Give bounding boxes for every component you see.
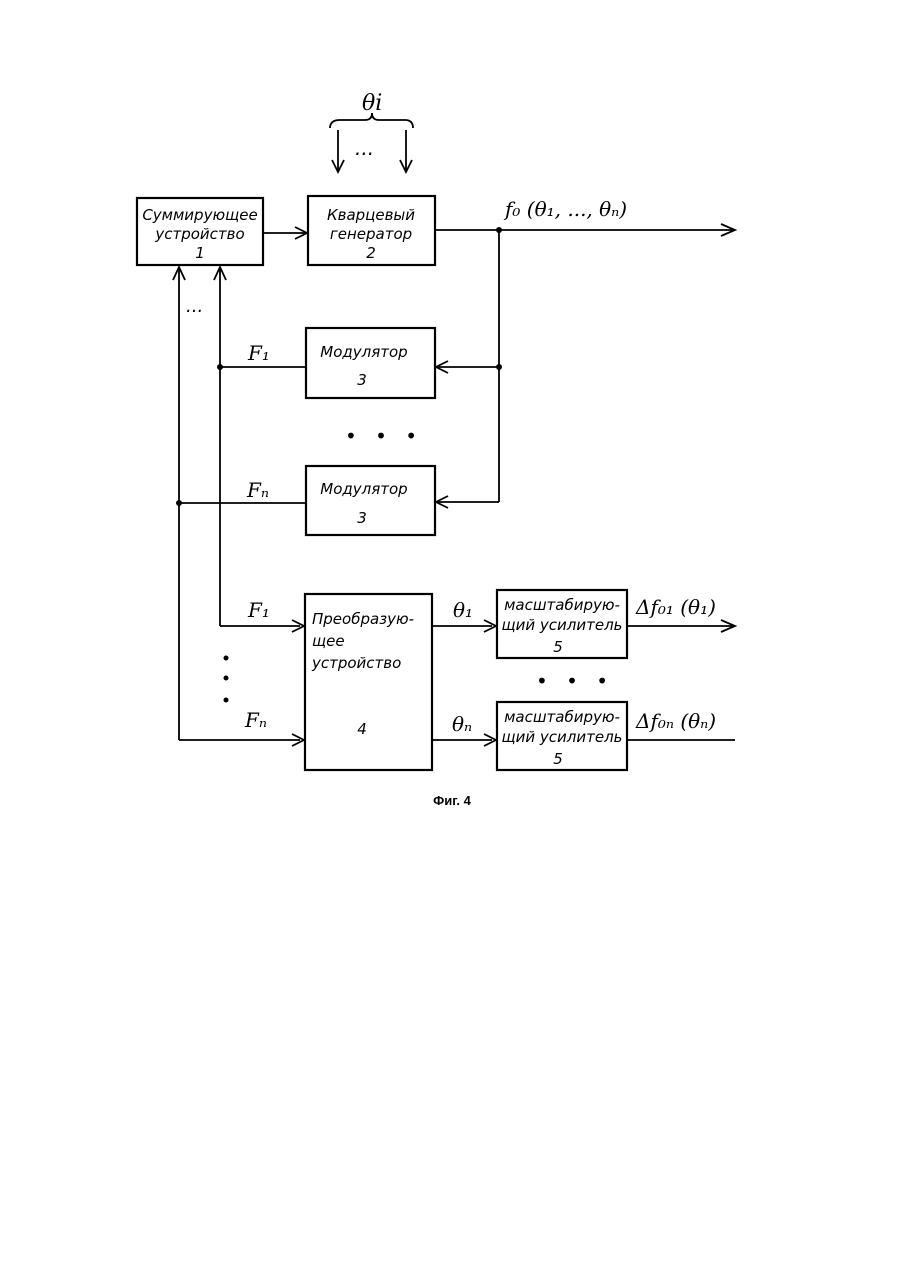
modulator-n-number: 3 — [357, 509, 367, 527]
converter-label-line1: Преобразую- — [312, 610, 414, 628]
Fn-top-label: Fₙ — [246, 478, 269, 502]
amps-ellipsis: • • • — [536, 669, 614, 693]
F1-bottom-label: F₁ — [247, 598, 270, 622]
F1-top-label: F₁ — [247, 341, 270, 365]
converter-label-line3: устройство — [311, 654, 401, 672]
vertical-ellipsis-dot-1 — [224, 656, 229, 661]
summator-label-line2: устройство — [154, 225, 244, 243]
modulator-1-number: 3 — [357, 371, 367, 389]
f0-output-label: f₀ (θ₁, ..., θₙ) — [503, 197, 627, 221]
amp-1-label-line2: щий усилитель — [502, 616, 623, 634]
amp-1-block: масштабирую- щий усилитель 5 — [497, 590, 627, 658]
df01-label: Δf₀₁ (θ₁) — [635, 595, 716, 619]
modulator-1-label: Модулятор — [320, 343, 407, 361]
summator-label-line1: Суммирующее — [142, 206, 257, 224]
bus-ellipsis: ... — [186, 296, 203, 317]
vertical-ellipsis-dot-2 — [224, 676, 229, 681]
thetaN-label: θₙ — [452, 712, 472, 736]
amp-1-label-line1: масштабирую- — [504, 596, 620, 614]
converter-label-line2: щее — [312, 632, 345, 650]
generator-number: 2 — [366, 244, 376, 262]
amp-1-number: 5 — [553, 638, 563, 656]
summator-number: 1 — [195, 244, 205, 262]
amp-n-number: 5 — [553, 750, 563, 768]
converter-number: 4 — [357, 720, 367, 738]
theta-i-brace — [330, 113, 413, 128]
modulator-1-block: Модулятор 3 — [306, 328, 435, 398]
df0n-label: Δf₀ₙ (θₙ) — [635, 709, 716, 733]
modulator-n-label: Модулятор — [320, 480, 407, 498]
amp-n-label-line1: масштабирую- — [504, 708, 620, 726]
Fn-bottom-label: Fₙ — [244, 708, 267, 732]
modulator-n-block: Модулятор 3 — [306, 466, 435, 535]
theta1-label: θ₁ — [453, 598, 473, 622]
amp-n-block: масштабирую- щий усилитель 5 — [497, 702, 627, 770]
generator-block: Кварцевый генератор 2 — [308, 196, 435, 265]
amp-n-label-line2: щий усилитель — [502, 728, 623, 746]
modulators-ellipsis: • • • — [345, 424, 423, 448]
vertical-ellipsis-dot-3 — [224, 698, 229, 703]
generator-label-line2: генератор — [330, 225, 412, 243]
theta-input-ellipsis: ... — [355, 136, 374, 160]
summator-block: Суммирующее устройство 1 — [137, 198, 263, 265]
generator-label-line1: Кварцевый — [327, 206, 415, 224]
converter-block: Преобразую- щее устройство 4 — [305, 594, 432, 770]
theta-i-label: θi — [362, 91, 382, 116]
figure-caption: Фиг. 4 — [433, 793, 471, 808]
